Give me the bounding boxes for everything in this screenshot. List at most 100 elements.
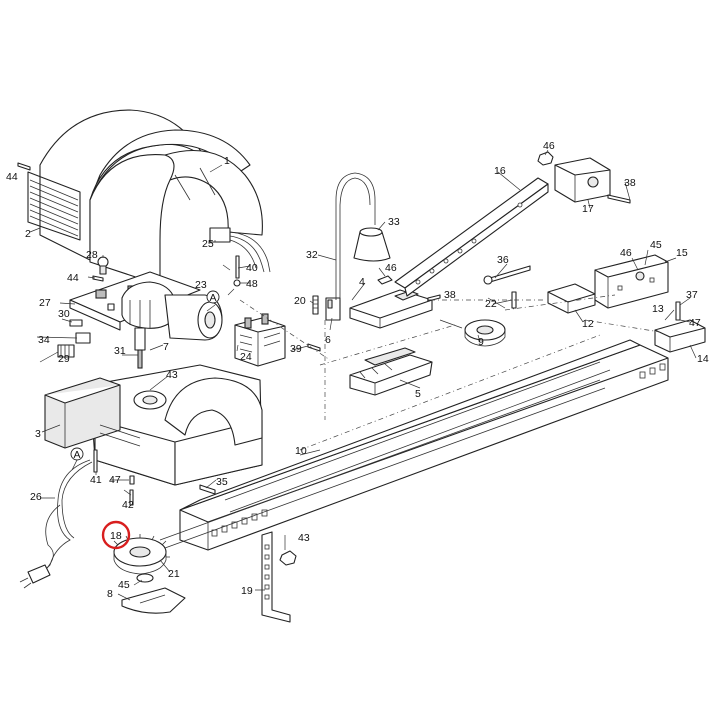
label-21: 21 xyxy=(168,568,180,580)
label-30: 30 xyxy=(58,308,70,320)
label-9: 9 xyxy=(478,336,484,348)
label-33: 33 xyxy=(388,216,400,228)
label-16: 16 xyxy=(494,165,506,177)
spring-20 xyxy=(312,295,319,315)
power-cord xyxy=(19,459,93,589)
label-46a: 46 xyxy=(543,140,555,152)
bolt-35 xyxy=(199,484,216,495)
label-8: 8 xyxy=(107,588,113,600)
leader-lines xyxy=(29,149,697,601)
label-47a: 47 xyxy=(109,474,121,486)
label-38a: 38 xyxy=(444,289,456,301)
label-45b: 45 xyxy=(650,239,662,251)
door-bracket-17 xyxy=(554,157,611,203)
label-26: 26 xyxy=(30,491,42,503)
label-25: 25 xyxy=(202,238,214,250)
label-6: 6 xyxy=(325,334,331,346)
label-22: 22 xyxy=(485,298,497,310)
transformer xyxy=(234,313,286,367)
terminal-34 xyxy=(75,332,91,344)
nut-43 xyxy=(279,550,297,566)
label-27: 27 xyxy=(39,297,51,309)
label-43a: 43 xyxy=(166,369,178,381)
bracket-12 xyxy=(547,283,596,314)
nut-46a xyxy=(537,151,554,166)
label-38b: 38 xyxy=(624,177,636,189)
light-bulb xyxy=(97,256,109,275)
release-knob xyxy=(353,227,391,262)
label-13: 13 xyxy=(652,303,664,315)
label-3: 3 xyxy=(35,428,41,440)
bolt-36 xyxy=(483,265,531,285)
part-labels: 1 2 3 4 5 6 7 8 9 10 12 13 14 15 16 17 1… xyxy=(6,140,709,600)
label-14: 14 xyxy=(697,353,709,365)
motor-cover xyxy=(27,109,263,286)
label-36: 36 xyxy=(497,254,509,266)
label-43b: 43 xyxy=(298,532,310,544)
connector-29 xyxy=(57,344,75,358)
bolt-38b xyxy=(607,194,631,204)
fuse-30 xyxy=(69,319,83,327)
label-48: 48 xyxy=(246,278,258,290)
label-4: 4 xyxy=(359,276,365,288)
drive-chain xyxy=(159,379,606,549)
rail-holes xyxy=(211,363,666,537)
label-12: 12 xyxy=(582,318,594,330)
label-41: 41 xyxy=(90,474,102,486)
label-42: 42 xyxy=(122,499,134,511)
callout-a-label: A xyxy=(73,449,80,461)
cover-vent-slots xyxy=(27,171,81,241)
label-46c: 46 xyxy=(620,247,632,259)
wire-harness xyxy=(209,227,271,273)
label-35: 35 xyxy=(216,476,228,488)
label-47b: 47 xyxy=(689,317,701,329)
label-45a: 45 xyxy=(118,579,130,591)
trolley xyxy=(349,275,433,329)
highlight-circle-18 xyxy=(101,520,131,550)
chassis xyxy=(44,364,263,486)
callout-a-board: A xyxy=(206,290,220,304)
label-32: 32 xyxy=(306,249,318,261)
label-7: 7 xyxy=(163,341,169,353)
label-20: 20 xyxy=(294,295,306,307)
label-28: 28 xyxy=(86,249,98,261)
screws xyxy=(17,162,241,506)
door-arm xyxy=(394,177,549,297)
wall-bracket xyxy=(261,531,291,623)
release-handle-6 xyxy=(325,297,341,321)
pin-39 xyxy=(307,343,321,352)
drive-sprocket xyxy=(113,534,170,575)
label-24: 24 xyxy=(240,351,252,363)
label-46b: 46 xyxy=(385,262,397,274)
bracket-14 xyxy=(654,319,706,353)
label-1: 1 xyxy=(224,155,230,167)
assembly-centerlines xyxy=(239,294,661,451)
guard-plate-8 xyxy=(121,587,186,614)
label-39: 39 xyxy=(290,343,302,355)
label-40: 40 xyxy=(246,262,258,274)
label-17: 17 xyxy=(582,203,594,215)
label-19: 19 xyxy=(241,585,253,597)
callout-a-cord: A xyxy=(70,447,84,461)
label-15: 15 xyxy=(676,247,688,259)
gear-motor xyxy=(121,281,223,369)
header-bracket-15 xyxy=(594,254,669,309)
pull-cord xyxy=(335,172,376,300)
label-18: 18 xyxy=(110,530,122,542)
label-44b: 44 xyxy=(67,272,79,284)
bolt-37 xyxy=(675,301,681,321)
label-10: 10 xyxy=(295,445,307,457)
label-44a: 44 xyxy=(6,171,18,183)
label-5: 5 xyxy=(415,388,421,400)
idler-pulley xyxy=(439,319,506,347)
carriage xyxy=(349,347,433,396)
label-31: 31 xyxy=(114,345,126,357)
label-23: 23 xyxy=(195,279,207,291)
label-37: 37 xyxy=(686,289,698,301)
label-34: 34 xyxy=(38,334,50,346)
callout-a-label: A xyxy=(209,292,216,304)
label-2: 2 xyxy=(25,228,31,240)
track-rail xyxy=(179,339,669,551)
label-29: 29 xyxy=(58,353,70,365)
